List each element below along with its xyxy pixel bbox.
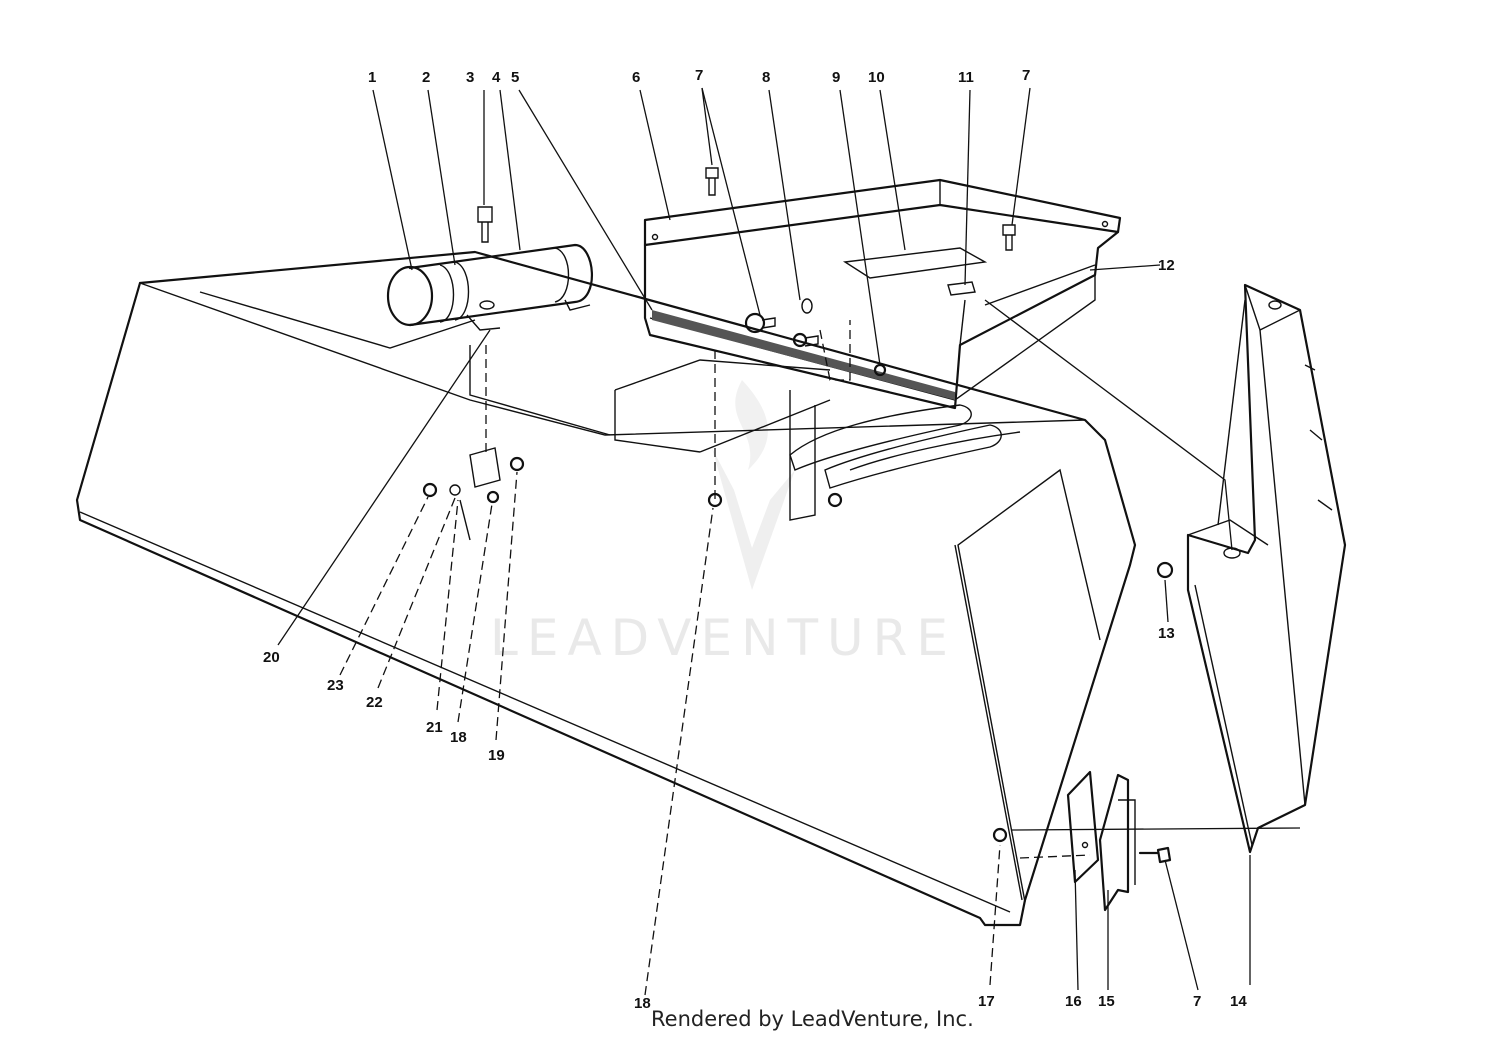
- callout-5: 5: [511, 69, 519, 86]
- callout-18-bottom: 18: [634, 995, 651, 1012]
- callout-7-top-right: 7: [1022, 67, 1030, 84]
- callout-19: 19: [488, 747, 505, 764]
- callout-18-left: 18: [450, 729, 467, 746]
- hinge: [1066, 770, 1136, 912]
- watermark-text: LEADVENTURE: [490, 609, 957, 667]
- callout-9: 9: [832, 69, 840, 86]
- callout-23: 23: [327, 677, 344, 694]
- callout-13: 13: [1158, 625, 1175, 642]
- fasteners: [422, 167, 1174, 864]
- callout-17: 17: [978, 993, 995, 1010]
- callout-14: 14: [1230, 993, 1247, 1010]
- callout-6: 6: [632, 69, 640, 86]
- callout-15: 15: [1098, 993, 1115, 1010]
- side-panel: [1186, 283, 1347, 854]
- callout-11: 11: [958, 69, 974, 86]
- callout-16: 16: [1065, 993, 1082, 1010]
- callout-22: 22: [366, 694, 383, 711]
- callouts: 1 2 3 4 5 6 7 8 9 10 11 7 12 13 14 7 15 …: [263, 67, 1247, 1012]
- canister: [386, 243, 594, 331]
- callout-7-bottom: 7: [1193, 993, 1201, 1010]
- callout-4: 4: [492, 69, 501, 86]
- leader-lines: [277, 87, 1301, 996]
- callout-2: 2: [422, 69, 430, 86]
- callout-1: 1: [368, 69, 376, 86]
- callout-7-top-left: 7: [695, 67, 703, 84]
- callout-20: 20: [263, 649, 280, 666]
- hood-body: [75, 250, 1137, 927]
- watermark-logo: [712, 380, 795, 590]
- credit-text: Rendered by LeadVenture, Inc.: [651, 1007, 974, 1031]
- callout-10: 10: [868, 69, 885, 86]
- callout-21: 21: [426, 719, 443, 736]
- top-cover: [643, 178, 1122, 410]
- callout-12: 12: [1158, 257, 1175, 274]
- callout-8: 8: [762, 69, 770, 86]
- callout-3: 3: [466, 69, 474, 86]
